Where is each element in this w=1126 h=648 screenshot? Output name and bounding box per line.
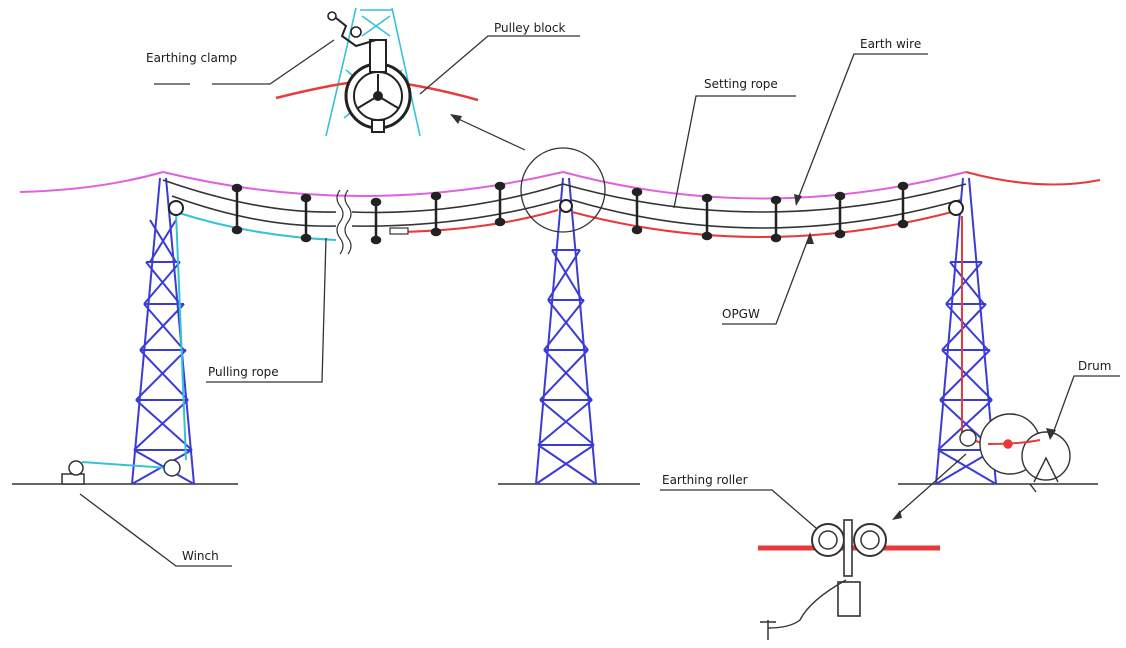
label-pulling-rope: Pulling rope xyxy=(208,365,279,379)
middle-tower xyxy=(535,177,597,485)
earth-wire-arrowhead xyxy=(794,194,802,206)
earth-wire-line xyxy=(19,171,967,200)
winch-icon xyxy=(61,459,181,485)
connector-sleeve xyxy=(389,227,409,235)
opgw-arrowhead xyxy=(806,232,814,244)
detail-arrow xyxy=(451,115,526,151)
drum-reel xyxy=(1021,431,1071,481)
leader-lines xyxy=(79,35,1120,567)
insulator-7 xyxy=(701,193,713,241)
drum-assembly xyxy=(959,413,1071,493)
insulator-2 xyxy=(300,193,312,243)
insulator-6 xyxy=(631,187,643,235)
earth-wire-extension xyxy=(965,171,1101,186)
insulator-5 xyxy=(494,181,506,227)
label-winch: Winch xyxy=(182,549,219,563)
insulator-10 xyxy=(897,181,909,229)
roller-arrowhead xyxy=(892,510,902,520)
right-ground-pulley xyxy=(959,429,977,447)
insulator-8 xyxy=(770,195,782,243)
earthing-roller-leader xyxy=(660,489,817,529)
label-pulley-block: Pulley block xyxy=(494,21,565,35)
tower-pulleys xyxy=(168,199,964,216)
earth-wire-leader xyxy=(795,53,928,205)
insulator-1 xyxy=(231,183,243,235)
setting-rope-leader xyxy=(673,95,796,209)
detail-magnifier-circle xyxy=(520,147,606,233)
detail-arrowhead xyxy=(450,114,462,124)
pulling-rope-line xyxy=(81,211,337,469)
label-setting-rope: Setting rope xyxy=(704,77,778,91)
left-tower-pulley xyxy=(168,200,184,216)
pulley-block-leader xyxy=(419,35,580,95)
conductor-lines xyxy=(162,179,967,229)
earthing-roller-detail xyxy=(758,519,940,640)
drum-arrowhead xyxy=(1046,428,1056,440)
opgw-line xyxy=(399,209,1041,447)
earthing-clamp-leader xyxy=(212,39,335,85)
span-break-marks xyxy=(336,189,352,255)
right-tower-pulley xyxy=(948,200,964,216)
label-earthing-roller: Earthing roller xyxy=(662,473,748,487)
middle-tower-pulley xyxy=(559,199,573,213)
label-earthing-clamp: Earthing clamp xyxy=(146,51,237,65)
insulator-3 xyxy=(370,197,382,245)
winch-leader xyxy=(79,493,232,567)
pulley-block-detail xyxy=(275,7,479,137)
opgw-leader xyxy=(722,233,811,325)
insulator-4 xyxy=(430,191,442,237)
insulator-9 xyxy=(834,191,846,239)
roller-to-ground-arrow xyxy=(895,453,967,517)
pulling-rope-leader xyxy=(206,237,327,383)
label-opgw: OPGW xyxy=(722,307,760,321)
label-drum: Drum xyxy=(1078,359,1111,373)
drum-leader xyxy=(1051,375,1120,437)
insulator-strings xyxy=(231,181,909,245)
label-earth-wire: Earth wire xyxy=(860,37,921,51)
